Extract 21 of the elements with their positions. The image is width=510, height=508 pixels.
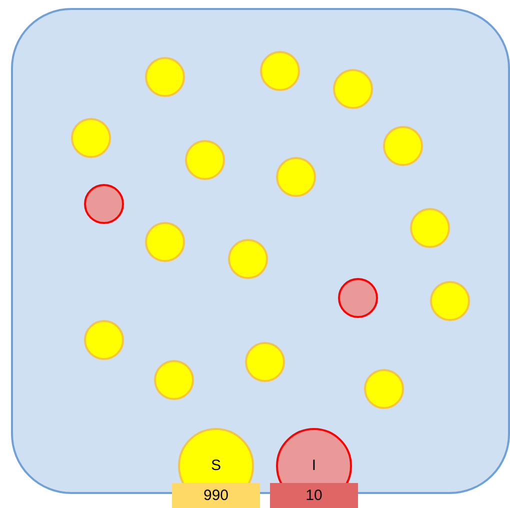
circle [185, 140, 225, 180]
circle [84, 320, 124, 360]
circle [410, 208, 450, 248]
circle [338, 278, 378, 318]
circle [245, 342, 285, 382]
count-label: 10 [270, 483, 358, 508]
circle [145, 57, 185, 97]
circle-label: I [312, 457, 316, 474]
circle-label: S [210, 457, 221, 474]
count-label: 990 [172, 483, 260, 508]
circle [333, 69, 373, 109]
circle [276, 157, 316, 197]
circle [154, 360, 194, 400]
circle [383, 126, 423, 166]
circle [71, 118, 111, 158]
circle [228, 239, 268, 279]
circle [364, 369, 404, 409]
circle [145, 222, 185, 262]
circle [84, 184, 124, 224]
circle [430, 281, 470, 321]
circle [260, 51, 300, 91]
